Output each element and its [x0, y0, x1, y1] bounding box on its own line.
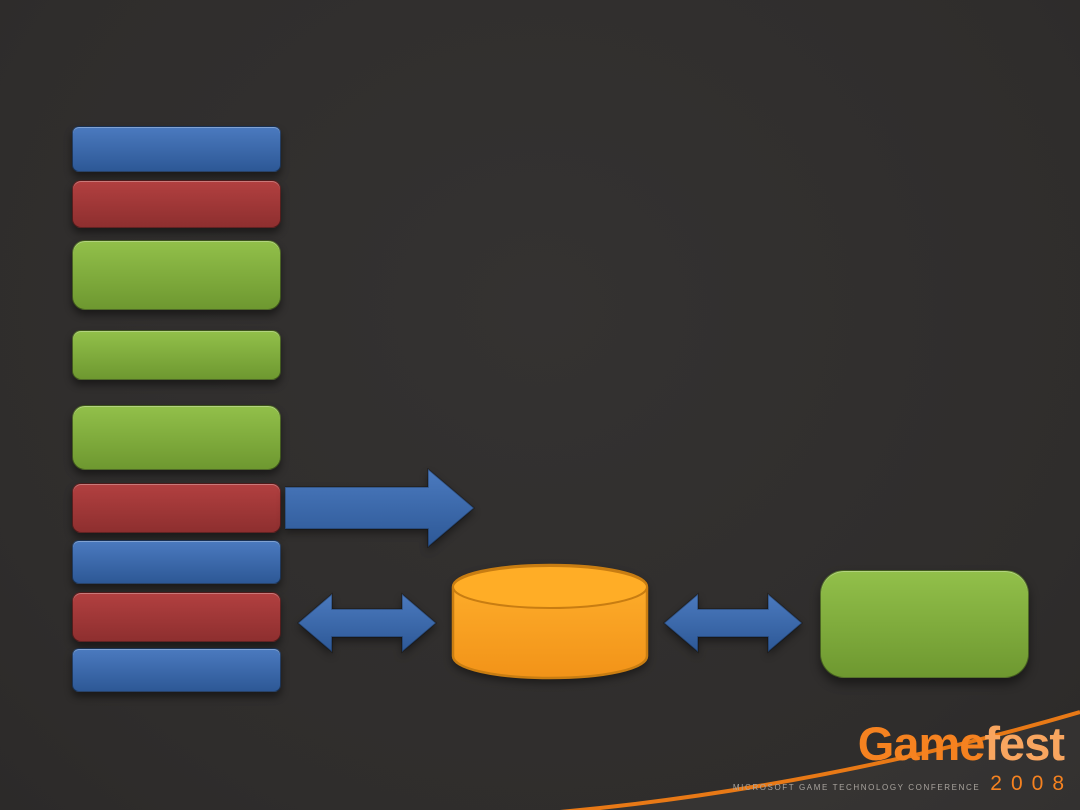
brand-game-text: Game — [857, 717, 986, 770]
brand-fest-text: fest — [984, 717, 1065, 770]
double-arrow-left-shape — [297, 592, 437, 654]
green-layer-bar — [72, 240, 281, 310]
red-layer-bar — [72, 592, 281, 642]
blue-layer-bar — [72, 126, 281, 172]
gamefest-logo: Gamefest MICROSOFT GAME TECHNOLOGY CONFE… — [733, 717, 1065, 794]
blue-layer-bar — [72, 648, 281, 692]
blue-layer-bar — [72, 540, 281, 584]
right-arrow-shape — [285, 468, 476, 548]
red-layer-bar — [72, 483, 281, 533]
double-arrow-right-shape — [663, 592, 803, 654]
conference-year: 2008 — [990, 772, 1073, 795]
result-box — [820, 570, 1029, 678]
conference-tagline: MICROSOFT GAME TECHNOLOGY CONFERENCE — [732, 783, 981, 792]
green-layer-bar — [72, 405, 281, 470]
database-cylinder-icon — [451, 563, 649, 680]
gamefest-wordmark: Gamefest — [733, 717, 1065, 770]
brand-subline: MICROSOFT GAME TECHNOLOGY CONFERENCE 200… — [733, 773, 1064, 794]
red-layer-bar — [72, 180, 281, 228]
green-layer-bar — [72, 330, 281, 380]
